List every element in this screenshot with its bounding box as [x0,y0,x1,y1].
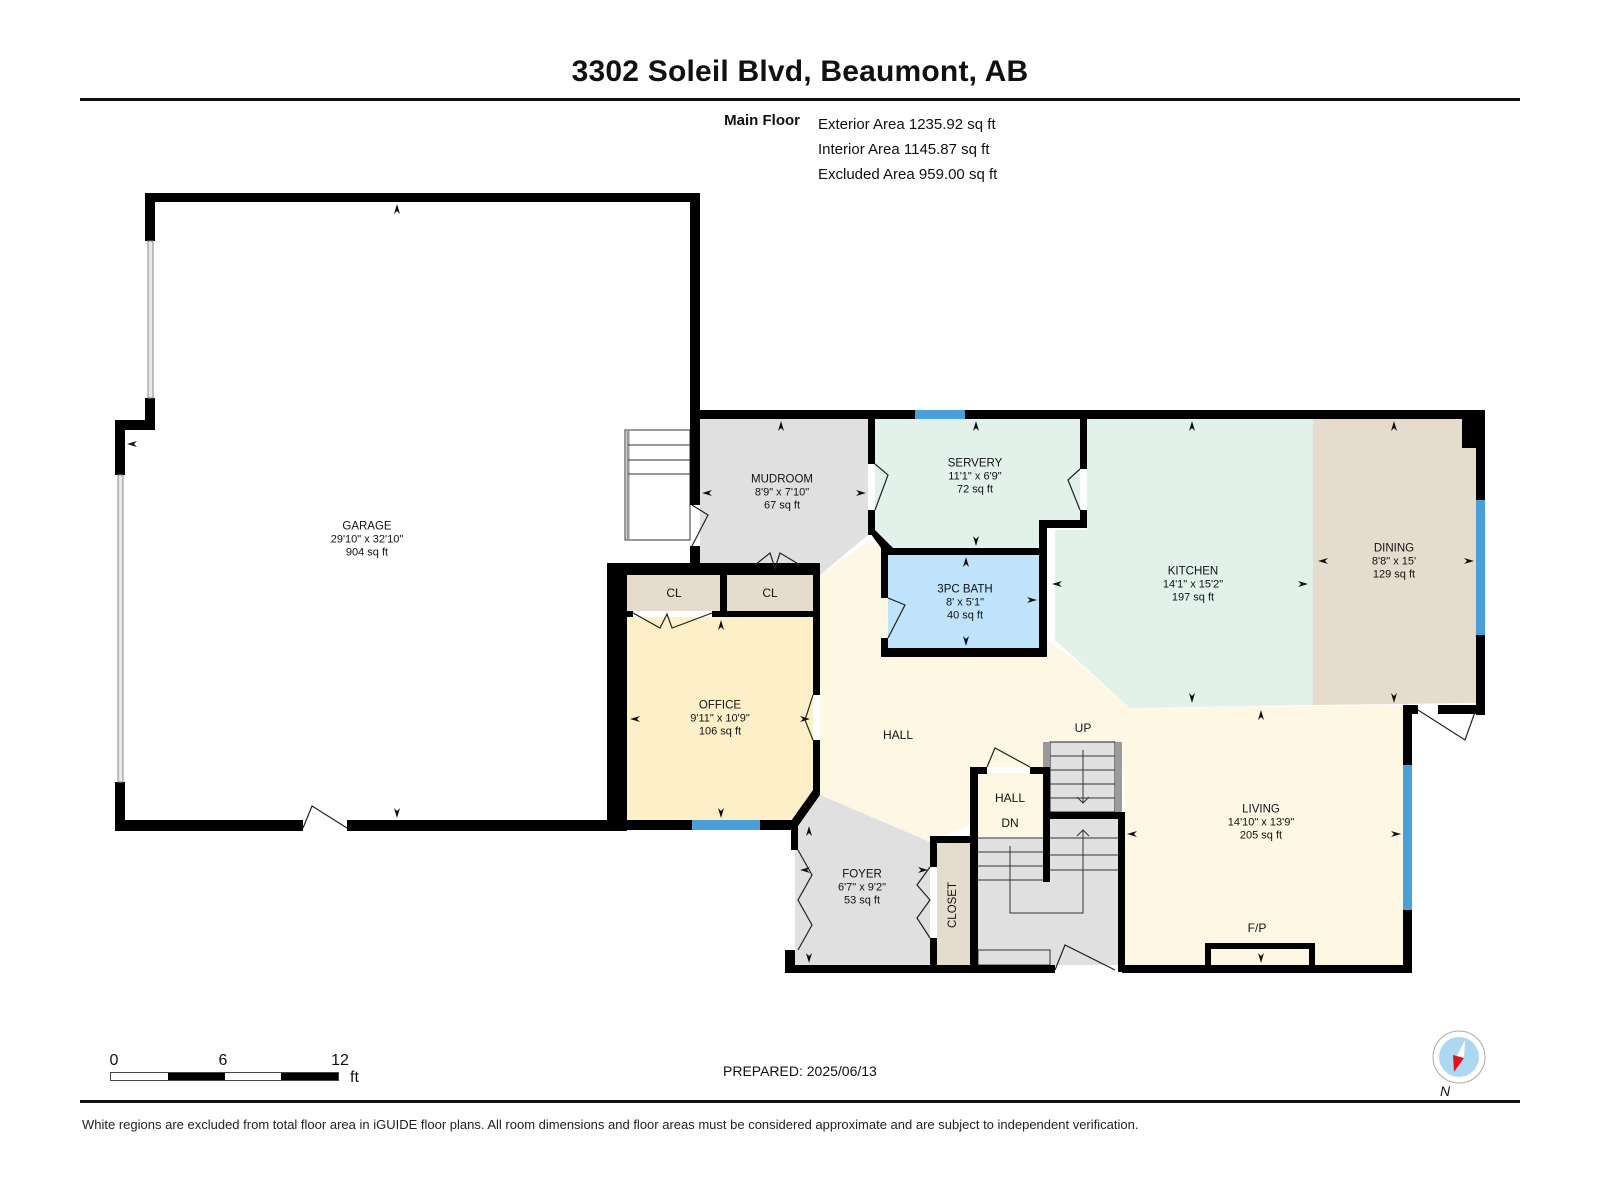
mudroom-fill [700,419,868,575]
room-dims: 8'9" x 7'10" [754,486,810,499]
room-name: MUDROOM [751,473,813,486]
scale-unit: ft [350,1069,359,1086]
closet-label-2: CL [762,586,778,600]
garage-fill [125,202,690,820]
scale-tick-12: 12 [331,1052,349,1069]
room-3pc-bath: 3PC BATH 8' x 5'1" 40 sq ft [937,584,992,623]
room-dims: 6'7" x 9'2" [837,881,887,894]
excluded-area: Excluded Area 959.00 sq ft [818,166,998,183]
small-hall-fill [978,773,1043,838]
room-fills [125,202,1476,965]
room-kitchen: KITCHEN 14'1" x 15'2" 197 sq ft [1163,566,1223,605]
header-divider [80,98,1520,101]
footer-divider [80,1100,1520,1103]
area-summary: Exterior Area 1235.92 sq ft Interior Are… [818,112,997,187]
room-name: LIVING [1242,803,1280,816]
office-fill [627,617,813,820]
walls [115,193,1485,973]
closet1-fill [627,575,720,611]
closet2-fill [727,575,813,611]
foyer-closet-label: CLOSET [947,881,959,929]
servery-fill [875,419,1080,548]
scale-bar-segments [110,1072,339,1081]
stairs-up-label: UP [1074,721,1092,735]
fireplace-label: F/P [1247,921,1267,935]
room-name: SERVERY [947,457,1003,470]
room-dims: 11'1" x 6'9" [948,470,1002,483]
room-dims: 9'11" x 10'9" [690,712,750,725]
room-area: 904 sq ft [345,546,389,559]
small-hall-label: HALL [994,791,1026,805]
room-name: DINING [1373,542,1415,555]
kitchen-fill [1055,419,1313,708]
room-area: 205 sq ft [1239,829,1283,842]
room-area: 67 sq ft [763,499,801,512]
interior-area: Interior Area 1145.87 sq ft [818,141,990,158]
garage-windows [117,240,154,783]
room-name: FOYER [842,868,882,881]
foyer-closet-fill [937,842,970,965]
room-office: OFFICE 9'11" x 10'9" 106 sq ft [690,700,750,739]
stair-lines [624,429,1122,966]
scale-tick-6: 6 [218,1052,228,1069]
room-name: KITCHEN [1167,565,1219,578]
room-name: 3PC BATH [937,583,993,596]
prepared-date: PREPARED: 2025/06/13 [723,1063,877,1079]
scale-tick-0: 0 [109,1052,119,1069]
room-area: 129 sq ft [1372,568,1416,581]
room-living: LIVING 14'10" x 13'9" 205 sq ft [1228,804,1294,843]
foyer-fill [795,795,930,965]
windows [692,410,1485,910]
room-garage: GARAGE 29'10" x 32'10" 904 sq ft [331,521,404,560]
floor-name: Main Floor [724,112,800,129]
room-area: 106 sq ft [698,725,742,738]
room-mudroom: MUDROOM 8'9" x 7'10" 67 sq ft [751,474,813,513]
room-dims: 29'10" x 32'10" [330,533,404,546]
doors [302,463,1476,971]
room-dining: DINING 8'8" x 15' 129 sq ft [1372,543,1416,582]
room-area: 40 sq ft [946,609,984,622]
property-address-title: 3302 Soleil Blvd, Beaumont, AB [571,55,1029,88]
room-area: 53 sq ft [843,894,881,907]
room-foyer: FOYER 6'7" x 9'2" 53 sq ft [838,869,886,908]
exterior-area: Exterior Area 1235.92 sq ft [818,116,996,133]
room-area: 197 sq ft [1171,591,1215,604]
room-area: 72 sq ft [956,483,994,496]
compass-icon [1432,1030,1486,1084]
dimension-arrows [127,204,1474,963]
room-dims: 8' x 5'1" [945,596,985,609]
room-dims: 14'10" x 13'9" [1227,816,1295,829]
hall-fill [820,540,1410,965]
dining-fill [1313,419,1476,705]
stairs-down-label: DN [1001,816,1019,830]
closet-label-1: CL [666,586,682,600]
hall-label: HALL [882,728,914,742]
disclaimer-text: White regions are excluded from total fl… [82,1117,1139,1132]
bath-fill [888,555,1039,648]
compass-north-label: N [1440,1083,1451,1099]
room-name: OFFICE [698,699,742,712]
room-dims: 8'8" x 15' [1371,555,1417,568]
room-name: GARAGE [342,520,392,533]
room-servery: SERVERY 11'1" x 6'9" 72 sq ft [948,458,1003,497]
room-dims: 14'1" x 15'2" [1162,578,1224,591]
